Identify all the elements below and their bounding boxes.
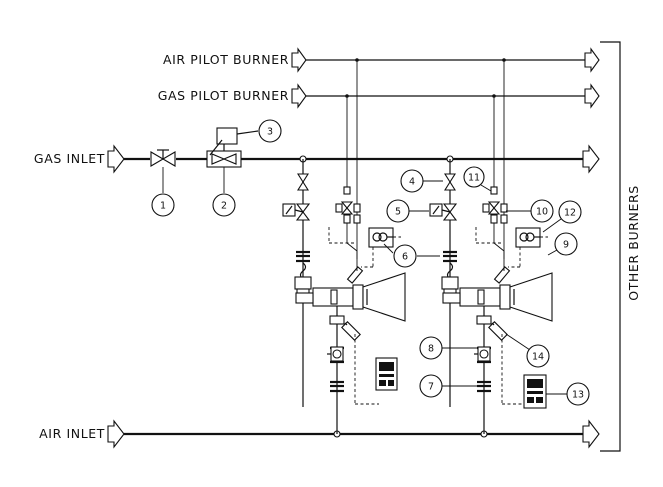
- callout-3-text: 3: [267, 127, 273, 138]
- air-pilot-burner-line: [291, 47, 600, 73]
- callout-7-text: 7: [428, 382, 434, 393]
- air-inlet-label: AIR INLET: [39, 426, 105, 441]
- air-inlet-line: [107, 419, 600, 449]
- solenoid-shutoff-valve: [206, 127, 259, 168]
- control-panel-1: [375, 357, 398, 391]
- gas-pilot-burner-label: GAS PILOT BURNER: [158, 88, 289, 103]
- callout-4: 4: [400, 169, 443, 193]
- callout-5: 5: [386, 199, 429, 223]
- callout-1: 1: [151, 167, 175, 217]
- gas-inlet-label: GAS INLET: [34, 151, 105, 166]
- callout-10: 10: [506, 199, 554, 223]
- callout-13: 13: [546, 382, 590, 406]
- callout-8-text: 8: [428, 344, 434, 355]
- callout-10-text: 10: [536, 207, 548, 218]
- callout-11-text: 11: [468, 173, 480, 184]
- callout-9: 9: [547, 232, 578, 256]
- callout-11: 11: [463, 166, 492, 192]
- callout-5-text: 5: [395, 207, 401, 218]
- control-panel-2: [523, 374, 547, 409]
- callout-3: 3: [258, 119, 282, 143]
- callout-2-text: 2: [221, 201, 227, 212]
- callout-6-text: 6: [402, 252, 408, 263]
- callout-4-text: 4: [409, 177, 415, 188]
- callout-8: 8: [419, 336, 477, 360]
- other-burners-label: OTHER BURNERS: [626, 185, 641, 301]
- callout-13-text: 13: [572, 390, 584, 401]
- callout-14: 14: [505, 333, 550, 368]
- callout-12: 12: [542, 200, 582, 233]
- air-pilot-burner-label: AIR PILOT BURNER: [163, 52, 289, 67]
- gas-pilot-burner-line: [291, 83, 600, 109]
- callout-7: 7: [419, 374, 477, 398]
- callout-9-text: 9: [563, 240, 569, 251]
- callout-12-text: 12: [564, 208, 576, 219]
- callout-6: 6: [383, 243, 440, 268]
- callout-14-text: 14: [532, 352, 544, 363]
- gas-inlet-line: [107, 144, 600, 174]
- callout-1-text: 1: [160, 201, 166, 212]
- callout-2: 2: [212, 167, 236, 217]
- other-burners-bracket: [600, 41, 621, 452]
- manual-shutoff-valve: [150, 149, 176, 167]
